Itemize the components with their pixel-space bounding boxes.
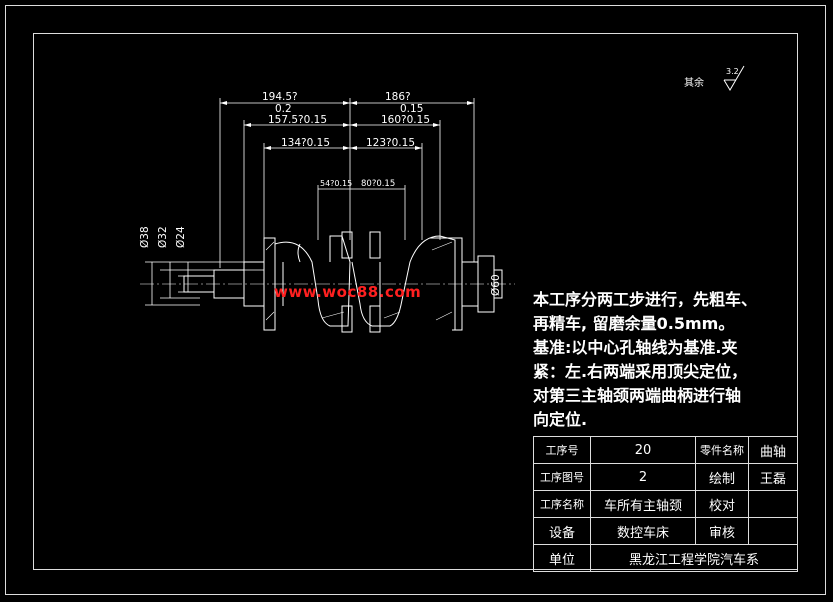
roughness-note: 其余 — [684, 74, 704, 89]
dim-194-tol: 0.2 — [275, 103, 292, 115]
note-line-4: 紧：左.右两端采用顶尖定位， — [533, 362, 748, 381]
label-unit: 单位 — [533, 544, 591, 572]
value-drawing-no: 2 — [590, 463, 696, 491]
roughness-symbol-icon — [723, 65, 745, 91]
inner-border — [33, 33, 798, 570]
title-row-4: 设备 数控车床 审核 — [533, 517, 798, 545]
dim-186-tol: 0.15 — [400, 103, 423, 115]
dim-186: 186? — [385, 91, 411, 103]
value-checked-by — [748, 490, 798, 518]
dim-123: 123?0.15 — [366, 137, 415, 149]
label-equipment: 设备 — [533, 517, 591, 545]
note-line-3: 基准:以中心孔轴线为基准.夹 — [533, 338, 738, 357]
title-row-1: 工序号 20 零件名称 曲轴 — [533, 436, 798, 464]
title-row-2: 工序图号 2 绘制 王磊 — [533, 463, 798, 491]
label-drawn-by: 绘制 — [695, 463, 749, 491]
note-line-2: 再精车, 留磨余量0.5mm。 — [533, 314, 735, 333]
label-part-name: 零件名称 — [695, 436, 749, 464]
value-part-name: 曲轴 — [748, 436, 798, 464]
roughness-label: 其余 — [684, 78, 704, 89]
dim-157: 157.5?0.15 — [268, 114, 327, 126]
dim-160: 160?0.15 — [381, 114, 430, 126]
title-row-5: 单位 黑龙江工程学院汽车系 — [533, 544, 798, 572]
dim-80: 80?0.15 — [361, 179, 395, 189]
label-drawing-no: 工序图号 — [533, 463, 591, 491]
label-process-no: 工序号 — [533, 436, 591, 464]
dim-54: 54?0.15 — [320, 179, 352, 188]
value-unit: 黑龙江工程学院汽车系 — [590, 544, 798, 572]
value-process-name: 车所有主轴颈 — [590, 490, 696, 518]
dim-dia60: Ø60 — [490, 274, 502, 296]
label-reviewed-by: 审核 — [695, 517, 749, 545]
value-equipment: 数控车床 — [590, 517, 696, 545]
process-notes: 本工序分两工步进行，先粗车、 再精车, 留磨余量0.5mm。 基准:以中心孔轴线… — [533, 288, 798, 432]
note-line-6: 向定位. — [533, 410, 588, 429]
dim-134: 134?0.15 — [281, 137, 330, 149]
dim-dia38: Ø38 — [139, 226, 151, 248]
watermark: www.woc88.com — [274, 283, 422, 301]
value-process-no: 20 — [590, 436, 696, 464]
dim-194: 194.5? — [262, 91, 298, 103]
value-drawn-by: 王磊 — [748, 463, 798, 491]
value-reviewed-by — [748, 517, 798, 545]
roughness-value: 3.2 — [726, 67, 739, 76]
label-checked-by: 校对 — [695, 490, 749, 518]
dim-dia32: Ø32 — [157, 226, 169, 248]
dim-dia24: Ø24 — [175, 226, 187, 248]
label-process-name: 工序名称 — [533, 490, 591, 518]
outer-border — [5, 5, 826, 595]
note-line-5: 对第三主轴颈两端曲柄进行轴 — [533, 386, 742, 405]
note-line-1: 本工序分两工步进行，先粗车、 — [533, 290, 758, 309]
title-block: 工序号 20 零件名称 曲轴 工序图号 2 绘制 王磊 工序名称 车所有主轴颈 … — [533, 436, 798, 572]
title-row-3: 工序名称 车所有主轴颈 校对 — [533, 490, 798, 518]
